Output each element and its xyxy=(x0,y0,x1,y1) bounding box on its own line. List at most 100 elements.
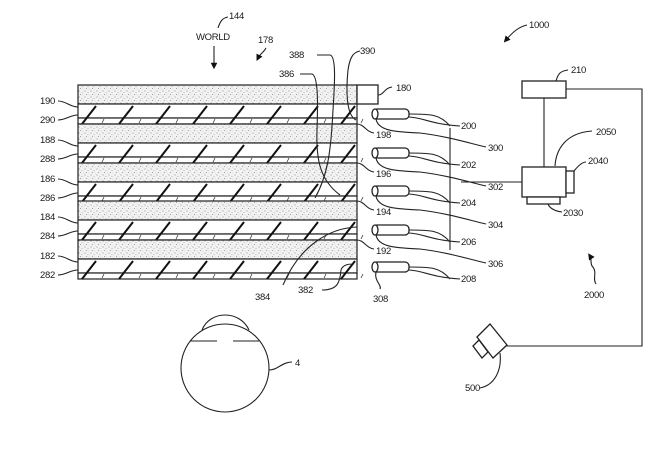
hatch-mark xyxy=(249,273,253,279)
ref-304: 304 xyxy=(488,220,503,231)
hatch-mark xyxy=(155,105,171,125)
hatch-mark xyxy=(101,118,105,124)
projector-body-2050 xyxy=(521,166,567,198)
hatch-mark xyxy=(138,196,142,202)
hatch-mark xyxy=(323,196,327,202)
hatch-mark xyxy=(81,144,97,164)
hatch-mark xyxy=(229,144,245,164)
ref-388: 388 xyxy=(289,50,304,61)
hatch-mark xyxy=(360,157,364,163)
camera-500: 500 xyxy=(465,323,508,394)
hatch-mark xyxy=(138,118,142,124)
hatch-mark xyxy=(155,144,171,164)
filter-282 xyxy=(77,272,358,280)
hatch-mark xyxy=(266,144,282,164)
hatch-mark xyxy=(212,196,216,202)
ref-288: 288 xyxy=(40,154,55,165)
eye-4: 4 xyxy=(180,314,300,413)
hatch-mark xyxy=(266,105,282,125)
hatch-mark xyxy=(212,157,216,163)
ref-1000: 1000 xyxy=(529,20,549,31)
ref-286: 286 xyxy=(40,193,55,204)
ref-182: 182 xyxy=(40,251,55,262)
ref-194: 194 xyxy=(376,207,391,218)
ref-204: 204 xyxy=(461,198,476,209)
coupler-box xyxy=(356,84,379,105)
hatch-mark xyxy=(286,118,290,124)
hatch-mark xyxy=(175,118,179,124)
hatch-mark xyxy=(155,183,171,203)
projector-base-2030 xyxy=(526,196,561,205)
hatch-mark xyxy=(360,234,364,240)
ref-144: 144 xyxy=(229,11,244,22)
hatch-mark xyxy=(303,144,319,164)
ref-2050: 2050 xyxy=(596,127,616,138)
ref-202: 202 xyxy=(461,160,476,171)
hatch-mark xyxy=(155,260,171,280)
ref-206: 206 xyxy=(461,237,476,248)
hatch-mark xyxy=(212,234,216,240)
ref-300: 300 xyxy=(488,143,503,154)
stack-arrow-icon xyxy=(256,47,267,61)
leader-180 xyxy=(377,86,393,96)
hatch-mark xyxy=(212,118,216,124)
hatch-mark xyxy=(101,234,105,240)
hatch-mark xyxy=(81,105,97,125)
controller-210 xyxy=(521,80,567,99)
hatch-mark xyxy=(118,183,134,203)
light-source-204: 204 304 xyxy=(371,185,503,231)
hatch-mark xyxy=(192,144,208,164)
hatch-mark xyxy=(175,196,179,202)
hatch-mark xyxy=(212,273,216,279)
hatch-mark xyxy=(192,105,208,125)
waveguide-stack: 1902901882881981862861961842841941822821… xyxy=(40,84,391,281)
hatch-mark xyxy=(101,157,105,163)
hatch-mark xyxy=(249,118,253,124)
hatch-mark xyxy=(155,221,171,241)
ref-500: 500 xyxy=(465,383,480,394)
hatch-mark xyxy=(303,105,319,125)
ref-2000: 2000 xyxy=(584,290,604,301)
hatch-mark xyxy=(266,221,282,241)
hatch-mark xyxy=(192,260,208,280)
hatch-mark xyxy=(175,157,179,163)
hatch-mark xyxy=(360,196,364,202)
ref-384: 384 xyxy=(255,292,270,303)
system-arrow-icon xyxy=(503,24,528,43)
ref-192: 192 xyxy=(376,246,391,257)
hatch-mark xyxy=(266,260,282,280)
hatch-mark xyxy=(266,183,282,203)
stippled-layer xyxy=(77,84,358,105)
ref-386: 386 xyxy=(279,69,294,80)
hatch-mark xyxy=(138,273,142,279)
hatch-mark xyxy=(360,273,364,279)
hatch-mark xyxy=(101,273,105,279)
leader-144 xyxy=(217,16,229,29)
projector-assembly: 210 2050 2040 2030 2000 xyxy=(461,65,643,347)
ref-284: 284 xyxy=(40,231,55,242)
hatch-mark xyxy=(118,260,134,280)
system-ref-group: 1000 xyxy=(503,20,549,43)
hatch-mark xyxy=(249,234,253,240)
hatch-mark xyxy=(360,118,364,124)
hatch-mark xyxy=(249,196,253,202)
ref-290: 290 xyxy=(40,115,55,126)
ref-190: 190 xyxy=(40,96,55,107)
hatch-mark xyxy=(340,183,356,203)
ref-178: 178 xyxy=(258,35,273,46)
ref-2030: 2030 xyxy=(563,208,583,219)
ref-282: 282 xyxy=(40,270,55,281)
ref-188: 188 xyxy=(40,135,55,146)
ref-186: 186 xyxy=(40,174,55,185)
hatch-mark xyxy=(340,105,356,125)
hatch-mark xyxy=(118,221,134,241)
world-indicator: WORLD 144 xyxy=(196,11,244,70)
hatch-mark xyxy=(81,260,97,280)
hatch-mark xyxy=(323,118,327,124)
waveguide-layer-182: 182 282 192 xyxy=(40,239,391,281)
